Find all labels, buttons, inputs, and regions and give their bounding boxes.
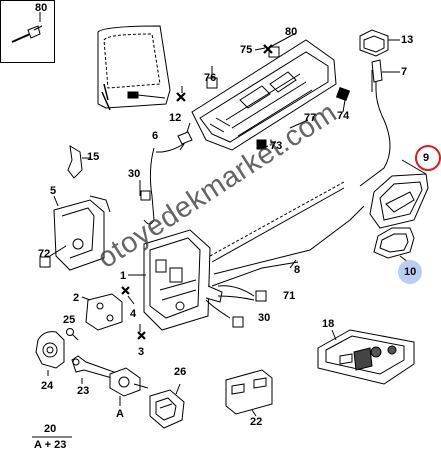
label-9: 9 — [423, 152, 430, 164]
label-1: 1 — [120, 270, 127, 282]
label-2: 2 — [73, 292, 80, 304]
label-77: 77 — [304, 112, 317, 124]
clip-26 — [149, 383, 185, 429]
label-6: 6 — [152, 130, 159, 142]
label-3: 3 — [138, 346, 145, 358]
door-lock-1 — [143, 229, 223, 331]
lock-kit-18 — [317, 329, 415, 385]
label-73: 73 — [270, 140, 283, 152]
bezel-10 — [373, 227, 415, 263]
label-4: 4 — [130, 308, 137, 320]
label-12: 12 — [169, 112, 182, 124]
button-13 — [359, 29, 389, 57]
label-20-detail: A + 23 — [34, 439, 67, 451]
cylinder-cap-24 — [35, 331, 65, 376]
outer-handle-9 — [369, 159, 429, 229]
fastener-12 — [177, 131, 193, 151]
screw-25 — [66, 328, 79, 341]
label-30-bottom: 30 — [258, 312, 271, 324]
label-75: 75 — [240, 44, 253, 56]
label-20: 20 — [44, 423, 57, 435]
label-22: 22 — [250, 416, 263, 428]
inset-rivet-80 — [0, 0, 55, 63]
bracket-5 — [49, 195, 111, 271]
label-71: 71 — [283, 290, 296, 302]
bracket-22 — [225, 369, 273, 417]
label-A: A — [116, 408, 124, 420]
label-13: 13 — [401, 34, 414, 46]
label-23: 23 — [77, 385, 90, 397]
label-8: 8 — [294, 264, 301, 276]
bracket-15 — [67, 145, 90, 179]
label-24: 24 — [41, 380, 54, 392]
label-76: 76 — [204, 72, 217, 84]
cylinder-A — [109, 367, 149, 406]
label-15: 15 — [87, 151, 100, 163]
inner-handle-bezel — [191, 39, 337, 151]
label-18: 18 — [322, 318, 335, 330]
label-25: 25 — [63, 314, 76, 326]
label-26: 26 — [174, 366, 187, 378]
label-74: 74 — [337, 110, 350, 122]
door-thumbnail — [97, 25, 171, 111]
label-80: 80 — [285, 26, 298, 38]
label-5: 5 — [50, 185, 57, 197]
plate-2 — [81, 293, 123, 331]
key-23 — [71, 355, 115, 384]
label-7: 7 — [401, 66, 408, 78]
label-10: 10 — [404, 266, 417, 278]
label-72: 72 — [38, 248, 51, 260]
label-30-top: 30 — [128, 168, 141, 180]
label-80-inset: 80 — [35, 2, 48, 14]
